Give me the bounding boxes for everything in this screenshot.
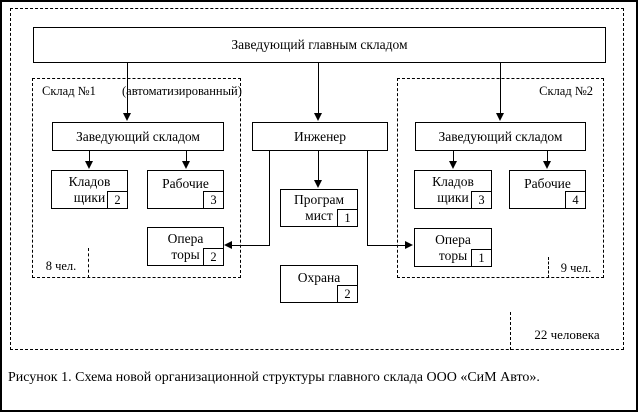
operators-count-badge: 1 [471, 249, 492, 267]
connector-root-to-warehouse2 [500, 63, 501, 114]
storekeepers-count: 2 [114, 192, 121, 207]
storekeepers-label-line2: щики [437, 189, 469, 205]
operators-label: Опера торы [435, 232, 471, 264]
security-label: Охрана [297, 270, 341, 285]
storekeepers-label-line2: щики [73, 189, 106, 205]
total-headcount: 22 человека [534, 327, 600, 342]
head-warehouse-manager-box: Заведующий главным складом [33, 27, 606, 63]
warehouse2-manager-label: Заведующий складом [438, 128, 563, 144]
programmer-box: Програм мист 1 [280, 189, 358, 227]
total-headcount-divider [510, 312, 511, 350]
connector-root-to-engineer [318, 63, 319, 114]
warehouse2-label: Склад №2 [539, 84, 593, 98]
figure-caption: Рисунок 1. Схема новой организационной с… [8, 370, 540, 385]
warehouse2-operators-box: Опера торы 1 [414, 228, 492, 267]
workers-count-badge: 3 [203, 191, 224, 209]
storekeepers-label-line1: Кладов [432, 173, 474, 189]
storekeepers-count: 3 [478, 192, 485, 207]
security-count: 2 [344, 286, 351, 301]
workers-count: 3 [210, 192, 217, 207]
workers-count-badge: 4 [565, 191, 586, 209]
storekeepers-count-badge: 2 [107, 191, 128, 209]
workers-label: Рабочие [524, 175, 571, 191]
connector-manager1-to-storekeepers [89, 150, 90, 162]
warehouse2-manager-box: Заведующий складом [415, 122, 586, 151]
operators-label-line1: Опера [167, 230, 204, 246]
warehouse1-workers-box: Рабочие 3 [147, 170, 224, 209]
diagram-boundary [10, 8, 624, 350]
connector-engineer-right-branch [367, 150, 368, 246]
warehouse1-storekeepers-box: Кладов щики 2 [51, 170, 128, 209]
arrowhead-down-icon [314, 180, 322, 188]
security-box: Охрана 2 [280, 265, 358, 303]
connector-root-to-warehouse1 [127, 63, 128, 114]
warehouse1-operators-box: Опера торы 2 [147, 227, 224, 266]
operators-count: 2 [210, 249, 217, 264]
warehouse1-note: (автоматизированный) [122, 84, 242, 98]
programmer-label-line1: Програм [293, 192, 345, 207]
programmer-count-badge: 1 [337, 209, 358, 227]
operators-label-line2: торы [438, 247, 468, 263]
arrowhead-left-icon [224, 241, 232, 249]
engineer-box: Инженер [252, 122, 388, 151]
arrowhead-down-icon [543, 161, 551, 169]
connector-manager2-to-storekeepers [453, 150, 454, 162]
arrowhead-down-icon [496, 113, 504, 121]
warehouse1-label: Склад №1 [42, 84, 96, 98]
engineer-label: Инженер [293, 128, 347, 144]
storekeepers-label: Кладов щики [69, 174, 111, 206]
workers-count: 4 [572, 192, 579, 207]
warehouse1-headcount-divider [88, 248, 89, 278]
warehouse2-headcount: 9 чел. [560, 261, 592, 275]
arrowhead-down-icon [123, 113, 131, 121]
connector-engineer-to-programmer [318, 150, 319, 182]
connector-engineer-to-operators2 [368, 245, 406, 246]
warehouse2-workers-box: Рабочие 4 [509, 170, 586, 209]
arrowhead-down-icon [449, 161, 457, 169]
operators-label: Опера торы [168, 231, 204, 263]
operators-label-line1: Опера [435, 231, 471, 247]
arrowhead-right-icon [405, 241, 413, 249]
warehouse2-headcount-divider [548, 257, 549, 278]
storekeepers-count-badge: 3 [471, 191, 492, 209]
head-warehouse-manager-label: Заведующий главным складом [231, 37, 408, 52]
programmer-label: Програм мист [294, 192, 344, 224]
workers-label: Рабочие [162, 175, 209, 191]
arrowhead-down-icon [182, 161, 190, 169]
connector-manager2-to-workers [547, 150, 548, 162]
warehouse1-region [32, 78, 241, 278]
security-count-badge: 2 [337, 285, 358, 303]
warehouse1-manager-label: Заведующий складом [76, 128, 200, 144]
operators-label-line2: торы [171, 246, 200, 262]
storekeepers-label-line1: Кладов [68, 173, 111, 189]
programmer-count: 1 [344, 210, 351, 225]
storekeepers-label: Кладов щики [432, 174, 474, 206]
connector-manager1-to-workers [186, 150, 187, 162]
programmer-label-line2: мист [305, 208, 333, 223]
arrowhead-down-icon [85, 161, 93, 169]
connector-engineer-to-operators1 [230, 245, 270, 246]
warehouse1-headcount: 8 чел. [45, 259, 77, 273]
connector-engineer-left-branch [269, 150, 270, 246]
operators-count: 1 [478, 250, 485, 265]
arrowhead-down-icon [314, 113, 322, 121]
warehouse2-storekeepers-box: Кладов щики 3 [414, 170, 492, 209]
operators-count-badge: 2 [203, 248, 224, 266]
warehouse1-manager-box: Заведующий складом [52, 122, 224, 151]
